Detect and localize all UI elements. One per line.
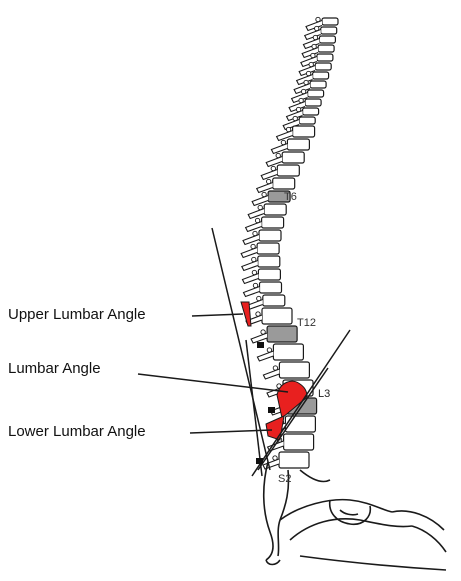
vertebra-body — [322, 18, 338, 25]
spinous-process — [302, 48, 318, 58]
spinous-process — [263, 369, 279, 379]
facet-joint — [252, 257, 256, 261]
spinous-process — [243, 235, 259, 245]
vertebra-body — [260, 282, 282, 293]
vertebra-body — [319, 36, 335, 43]
vertebra-body — [282, 152, 304, 163]
vertebra-body — [258, 256, 280, 267]
label-lower-lumbar-angle: Lower Lumbar Angle — [8, 423, 146, 440]
vertebra-body — [284, 434, 314, 450]
pointer-lower-lumbar-angle — [190, 430, 272, 433]
facet-joint — [296, 107, 300, 111]
vertebra-body — [273, 178, 295, 189]
vertebra-body — [264, 204, 286, 215]
facet-joint — [309, 62, 313, 66]
facet-joint — [262, 192, 266, 196]
spinous-process — [244, 287, 260, 297]
label-lumbar-angle: Lumbar Angle — [8, 360, 101, 377]
facet-joint — [257, 296, 261, 300]
vertebra-body — [277, 165, 299, 176]
pointer-upper-lumbar-angle — [192, 314, 243, 316]
facet-joint — [313, 35, 317, 39]
vertebra-body — [262, 308, 292, 324]
vertebra-body — [305, 99, 321, 106]
facet-joint — [273, 456, 277, 460]
marker-middle — [268, 407, 275, 413]
vertebra-label-t6: T6 — [284, 191, 297, 203]
facet-joint — [281, 140, 285, 144]
facet-joint — [258, 205, 262, 209]
vertebra-body — [267, 326, 297, 342]
vertebra-body — [257, 243, 279, 254]
vertebra-body — [293, 126, 315, 137]
facet-joint — [253, 231, 257, 235]
vertebra-body — [321, 27, 337, 34]
facet-joint — [253, 283, 257, 287]
facet-joint — [293, 116, 297, 120]
marker-lower — [256, 458, 263, 464]
spinous-process — [241, 248, 257, 258]
vertebra-body — [258, 269, 280, 280]
vertebra-body — [303, 108, 319, 115]
vertebra-label-s2: S2 — [278, 473, 291, 485]
facet-joint — [315, 26, 319, 30]
marker-upper — [257, 342, 264, 348]
facet-joint — [261, 330, 265, 334]
facet-joint — [286, 127, 290, 131]
vertebra-body — [262, 217, 284, 228]
facet-joint — [252, 270, 256, 274]
vertebra-body — [315, 63, 331, 70]
vertebra-body — [287, 139, 309, 150]
facet-joint — [267, 348, 271, 352]
vertebra-body — [313, 72, 329, 79]
vertebra-body — [279, 452, 309, 468]
spinous-process — [303, 39, 319, 49]
vertebra-body — [263, 295, 285, 306]
facet-joint — [299, 98, 303, 102]
vertebra-body — [318, 45, 334, 52]
vertebra-label-l3: L3 — [318, 388, 330, 400]
spinous-process — [306, 21, 322, 31]
facet-joint — [256, 312, 260, 316]
facet-joint — [311, 53, 315, 57]
facet-joint — [267, 179, 271, 183]
facet-joint — [271, 166, 275, 170]
vertebra-body — [308, 90, 324, 97]
vertebra-label-t12: T12 — [297, 317, 316, 329]
spinous-process — [305, 30, 321, 40]
facet-joint — [312, 44, 316, 48]
label-upper-lumbar-angle: Upper Lumbar Angle — [8, 306, 146, 323]
spinous-process — [242, 261, 258, 271]
vertebra-body — [310, 81, 326, 88]
vertebra-body — [317, 54, 333, 61]
spinous-process — [257, 351, 273, 361]
vertebra-body — [299, 117, 315, 124]
facet-joint — [304, 80, 308, 84]
facet-joint — [316, 17, 320, 21]
spinous-process — [251, 333, 267, 343]
spinous-process — [242, 274, 258, 284]
facet-joint — [276, 153, 280, 157]
facet-joint — [306, 71, 310, 75]
facet-joint — [301, 89, 305, 93]
vertebra-body — [273, 344, 303, 360]
facet-joint — [251, 244, 255, 248]
facet-joint — [255, 218, 259, 222]
facet-joint — [273, 366, 277, 370]
vertebra-body — [279, 362, 309, 378]
vertebra-body — [259, 230, 281, 241]
